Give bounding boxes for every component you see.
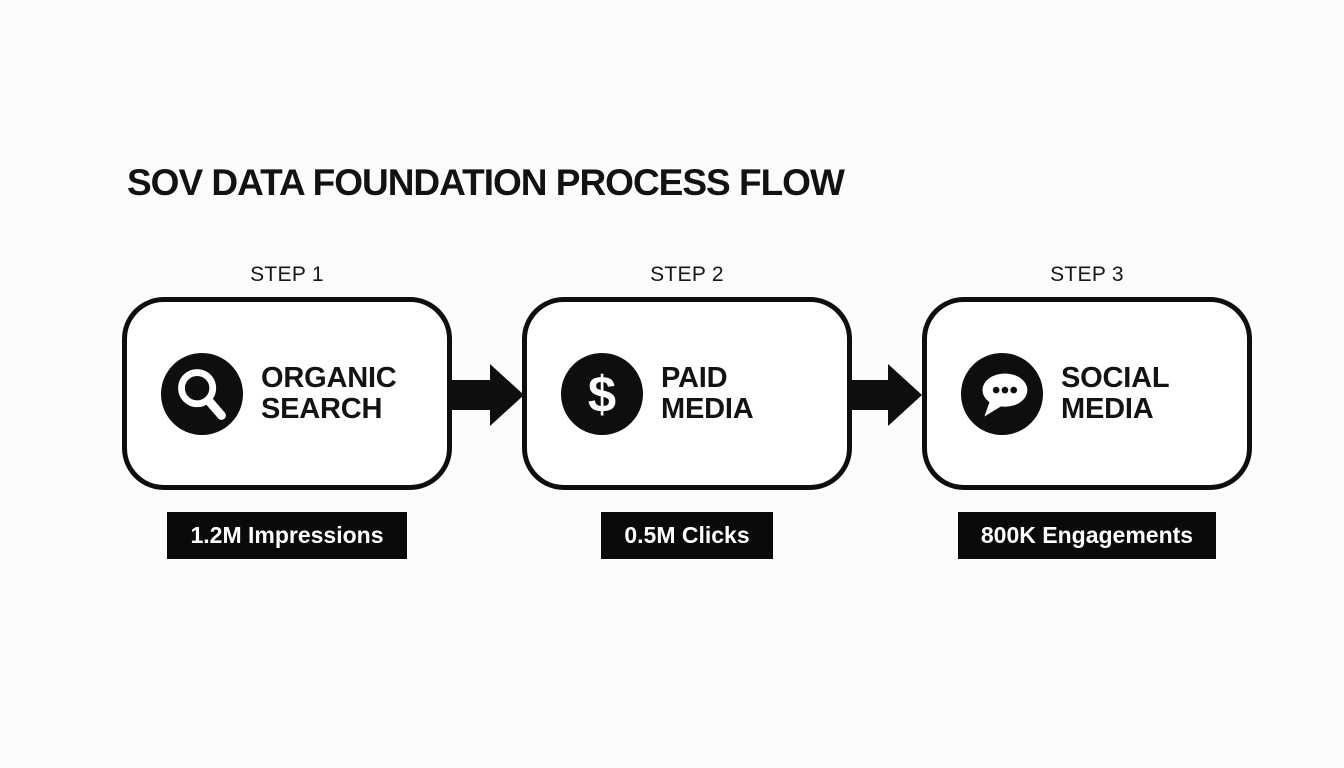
organic-search-title: ORGANIC SEARCH [261,361,397,425]
step-2-label: STEP 2 [650,263,724,286]
step-3-group: STEP 3 SOCIAL MEDIA 800K Engagements [922,263,1252,559]
organic-search-title-line2: SEARCH [261,392,383,425]
step-1-metric-row: 1.2M Impressions [122,512,452,559]
step-2-group: STEP 2 $ PAID MEDIA 0.5M Clicks [522,263,852,559]
diagram-title: SOV DATA FOUNDATION PROCESS FLOW [127,162,845,203]
clicks-metric-badge: 0.5M Clicks [601,512,773,559]
impressions-metric-badge: 1.2M Impressions [167,512,407,559]
social-media-title: SOCIAL MEDIA [1061,361,1170,425]
speech-bubble-icon [961,352,1043,435]
social-media-box: SOCIAL MEDIA [922,297,1252,490]
step-1-label: STEP 1 [250,263,324,286]
paid-media-title-line2: MEDIA [661,392,754,425]
step-1-group: STEP 1 ORGANIC SEARCH 1.2M Impressions [122,263,452,559]
engagements-metric-badge: 800K Engagements [957,512,1217,559]
dollar-glyph: $ [588,365,616,422]
paid-media-box: $ PAID MEDIA [522,297,852,490]
organic-search-title-line1: ORGANIC [261,361,397,394]
arrow-step2-to-step3 [848,364,922,426]
social-media-title-line2: MEDIA [1061,392,1154,425]
search-magnifier-icon [161,352,243,435]
dollar-icon: $ [561,352,643,435]
paid-media-title-line1: PAID [661,361,728,394]
organic-search-box: ORGANIC SEARCH [122,297,452,490]
step-3-label: STEP 3 [1050,263,1124,286]
step-2-metric-row: 0.5M Clicks [522,512,852,559]
step-3-metric-row: 800K Engagements [922,512,1252,559]
paid-media-title: PAID MEDIA [661,361,754,425]
arrow-step1-to-step2 [450,364,524,426]
social-media-title-line1: SOCIAL [1061,361,1170,394]
